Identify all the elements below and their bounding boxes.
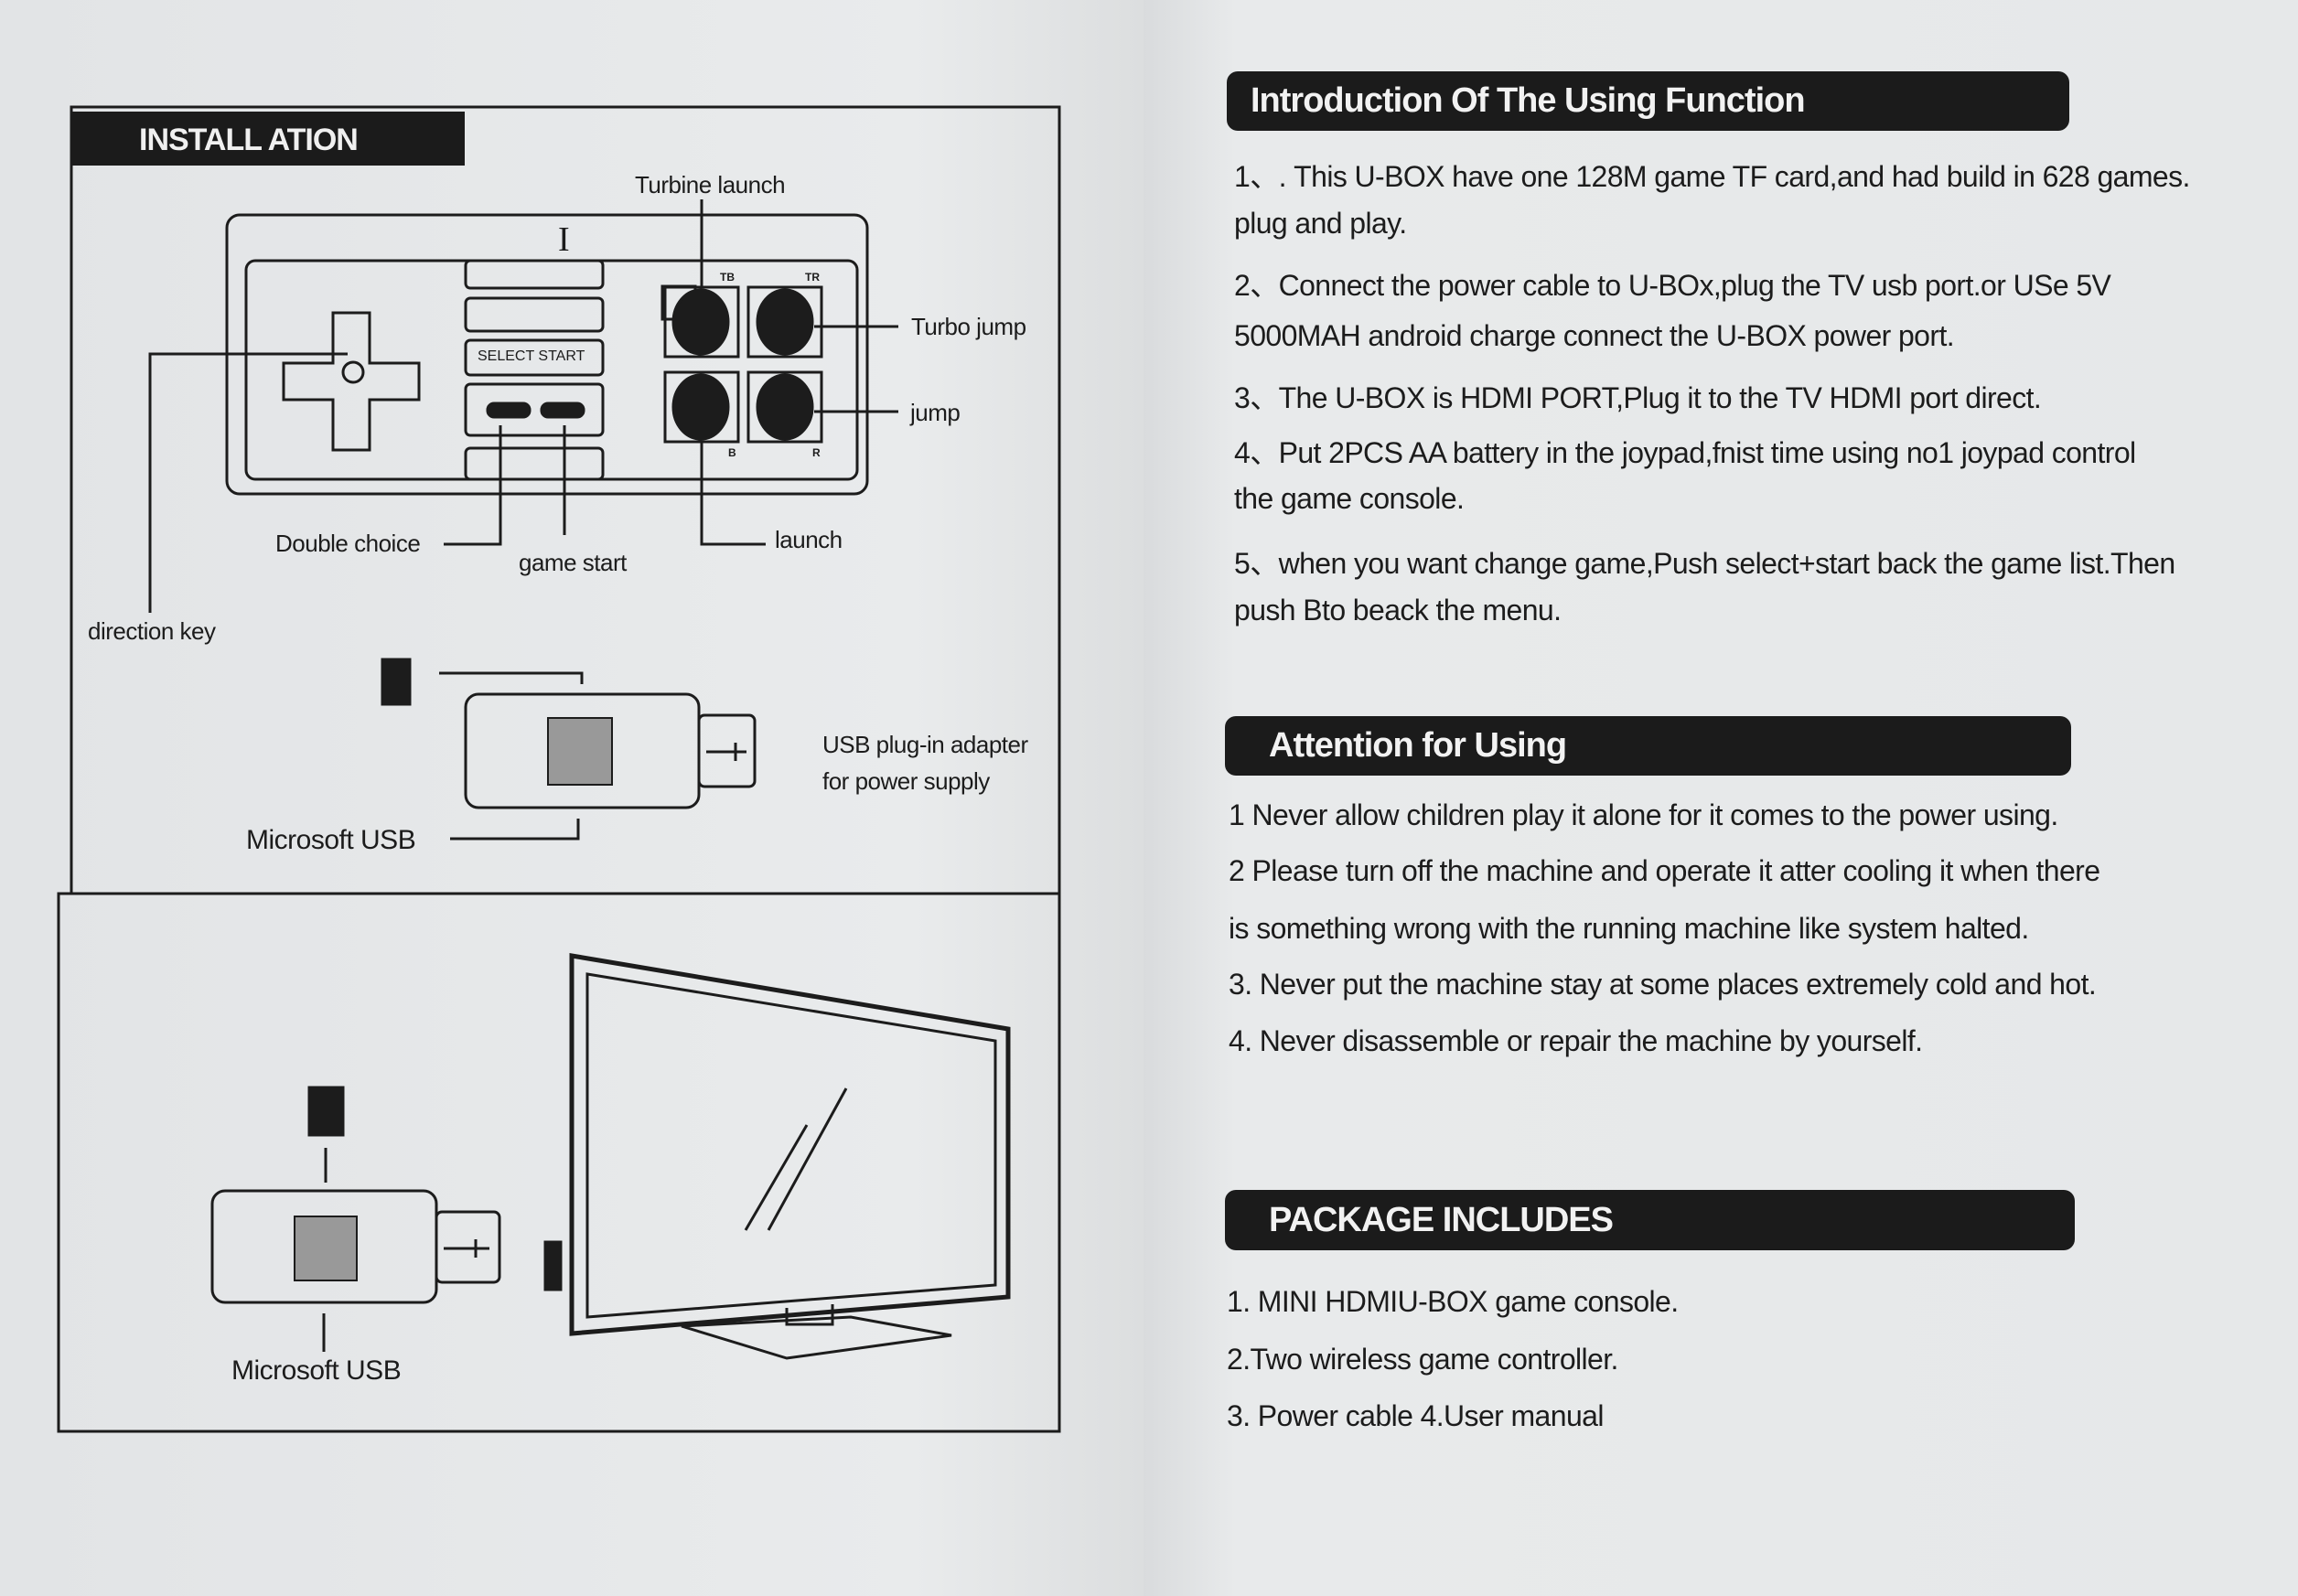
attention-header-text: Attention for Using	[1269, 726, 1567, 765]
intro-line: 1、. This U-BOX have one 128M game TF car…	[1234, 160, 2190, 193]
right-page	[1144, 0, 2298, 1596]
intro-header: Introduction Of The Using Function	[1227, 71, 2069, 131]
label-game-start: game start	[519, 549, 627, 576]
tf-card-icon-bottom	[307, 1086, 345, 1137]
label-launch: launch	[775, 526, 843, 553]
label-microsoft-usb-bottom: Microsoft USB	[231, 1355, 402, 1386]
intro-line: 2、Connect the power cable to U-BOx,plug …	[1234, 269, 2111, 302]
label-tb: TB	[720, 271, 735, 284]
button-b-icon	[671, 373, 730, 441]
attention-line: 3. Never put the machine stay at some pl…	[1229, 968, 2097, 1001]
package-line: 1. MINI HDMIU-BOX game console.	[1227, 1285, 1679, 1318]
package-header: PACKAGE INCLUDES	[1225, 1190, 2075, 1250]
usb-stick-top-drawing	[381, 658, 757, 841]
attention-line: 2 Please turn off the machine and operat…	[1229, 854, 2100, 887]
attention-header: Attention for Using	[1225, 716, 2071, 776]
intro-line: the game console.	[1234, 482, 1465, 515]
label-r: R	[812, 446, 821, 459]
tf-card-icon	[381, 658, 412, 706]
package-line: 3. Power cable 4.User manual	[1227, 1399, 1604, 1432]
label-direction-key: direction key	[88, 617, 216, 645]
controller-drawing	[148, 199, 898, 613]
intro-header-text: Introduction Of The Using Function	[1251, 81, 1806, 120]
label-double-choice: Double choice	[275, 530, 421, 557]
installation-header-text: INSTALL ATION	[139, 123, 359, 157]
usb-stick-bottom-drawing	[210, 1086, 563, 1352]
installation-header	[71, 112, 465, 166]
button-tr-icon	[756, 288, 814, 356]
label-adapter-line1: USB plug-in adapter	[822, 731, 1028, 758]
label-select-start: SELECT START	[478, 348, 585, 364]
installation-frame-bottom	[57, 892, 1061, 1433]
attention-line: 1 Never allow children play it alone for…	[1229, 798, 2058, 831]
label-tr: TR	[805, 271, 820, 284]
intro-line: 5、when you want change game,Push select+…	[1234, 547, 2175, 580]
label-jump: jump	[910, 399, 961, 426]
label-b: B	[728, 446, 736, 459]
label-microsoft-usb-top: Microsoft USB	[246, 825, 416, 855]
label-turbine-launch: Turbine launch	[635, 171, 786, 198]
button-tb-icon	[671, 288, 730, 356]
intro-line: plug and play.	[1234, 207, 1407, 240]
dpad-icon	[282, 311, 421, 452]
intro-line: 5000MAH android charge connect the U-BOX…	[1234, 319, 1955, 352]
tv-drawing	[569, 953, 1011, 1360]
intro-line: 3、The U-BOX is HDMI PORT,Plug it to the …	[1234, 381, 2042, 414]
label-turbo-jump: Turbo jump	[911, 313, 1026, 340]
attention-line: is something wrong with the running mach…	[1229, 912, 2029, 945]
intro-line: 4、Put 2PCS AA battery in the joypad,fnis…	[1234, 436, 2136, 469]
package-header-text: PACKAGE INCLUDES	[1269, 1200, 1614, 1239]
label-adapter-line2: for power supply	[822, 767, 990, 795]
attention-line: 4. Never disassemble or repair the machi…	[1229, 1024, 1923, 1057]
button-r-icon	[756, 373, 814, 441]
intro-line: push Bto beack the menu.	[1234, 594, 1562, 627]
mark-i: I	[558, 220, 570, 259]
package-line: 2.Two wireless game controller.	[1227, 1343, 1618, 1376]
